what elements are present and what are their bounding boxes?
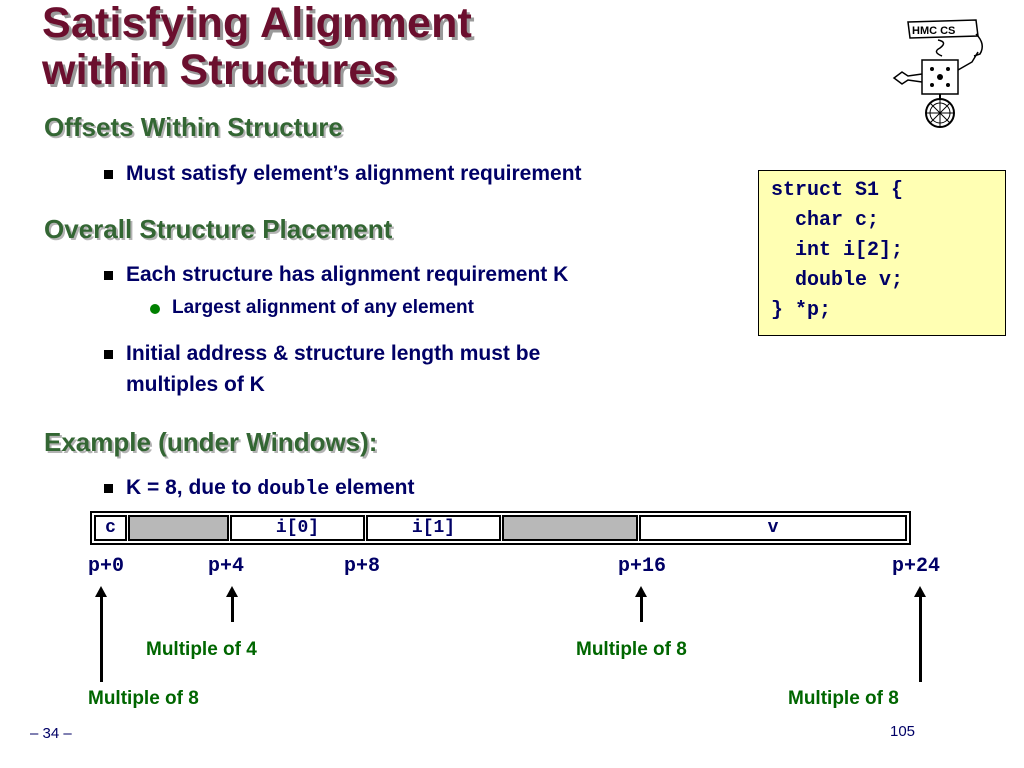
page-number: 105: [890, 723, 916, 740]
slide-label: – 34 –: [30, 725, 72, 742]
bullet-square-icon: [104, 484, 113, 493]
arrow-up-icon: [95, 586, 107, 682]
k-code-double: double: [257, 478, 330, 501]
label-multiple-of-8-mid: Multiple of 8: [576, 639, 687, 660]
hmc-cs-logo: HMC CS: [880, 14, 990, 132]
field-i1: i[1]: [366, 515, 501, 541]
arrow-up-icon: [635, 586, 647, 622]
offset-p0: p+0: [88, 555, 125, 578]
struct-code-box: struct S1 { char c; int i[2]; double v; …: [758, 170, 1006, 336]
logo-text: HMC CS: [912, 25, 955, 37]
bullet-largest-alignment: Largest alignment of any element: [172, 297, 474, 318]
code-line-5: } *p;: [771, 299, 832, 322]
bullet-initial-address: Initial address & structure length must …: [126, 338, 540, 400]
bullet-initial-address-line2: multiples of K: [126, 373, 265, 396]
padding-block-1: [128, 515, 229, 541]
offset-p24: p+24: [892, 555, 941, 578]
bullet-structure-k: Each structure has alignment requirement…: [126, 263, 569, 286]
padding-block-2: [502, 515, 638, 541]
k-prefix: K = 8, due to: [126, 476, 258, 499]
label-multiple-of-4: Multiple of 4: [146, 639, 257, 660]
bullet-k-equals-8: K = 8, due to double element: [126, 472, 415, 505]
label-multiple-of-8-right: Multiple of 8: [788, 688, 899, 709]
field-i0: i[0]: [230, 515, 365, 541]
offset-p4: p+4: [208, 555, 245, 578]
memory-layout-bar: c i[0] i[1] v: [90, 511, 911, 545]
k-suffix: element: [329, 476, 415, 499]
bullet-square-icon: [104, 170, 113, 179]
code-line-2: char c;: [771, 209, 880, 232]
arrow-up-icon: [914, 586, 926, 682]
label-multiple-of-8-left: Multiple of 8: [88, 688, 199, 709]
arrow-up-icon: [226, 586, 238, 622]
offset-p16: p+16: [618, 555, 667, 578]
code-line-1: struct S1 {: [771, 179, 904, 202]
hmc-cs-mascot-logo-icon: HMC CS: [892, 19, 983, 128]
code-line-4: double v;: [771, 269, 904, 292]
bullet-dot-icon: [150, 304, 160, 314]
bullet-square-icon: [104, 350, 113, 359]
slide-title: Satisfying Alignment within Structures: [42, 0, 472, 94]
bullet-alignment-requirement: Must satisfy element’s alignment require…: [126, 162, 582, 185]
title-line-1: Satisfying Alignment: [42, 0, 473, 47]
heading-example: Example (under Windows):: [44, 427, 378, 457]
bullet-square-icon: [104, 271, 113, 280]
field-v: v: [639, 515, 907, 541]
code-line-3: int i[2];: [771, 239, 904, 262]
offset-p8: p+8: [344, 555, 381, 578]
heading-offsets: Offsets Within Structure: [44, 112, 343, 142]
heading-overall-placement: Overall Structure Placement: [44, 214, 393, 244]
title-line-2: within Structures: [42, 46, 397, 94]
field-c: c: [94, 515, 127, 541]
bullet-initial-address-line1: Initial address & structure length must …: [126, 342, 541, 365]
